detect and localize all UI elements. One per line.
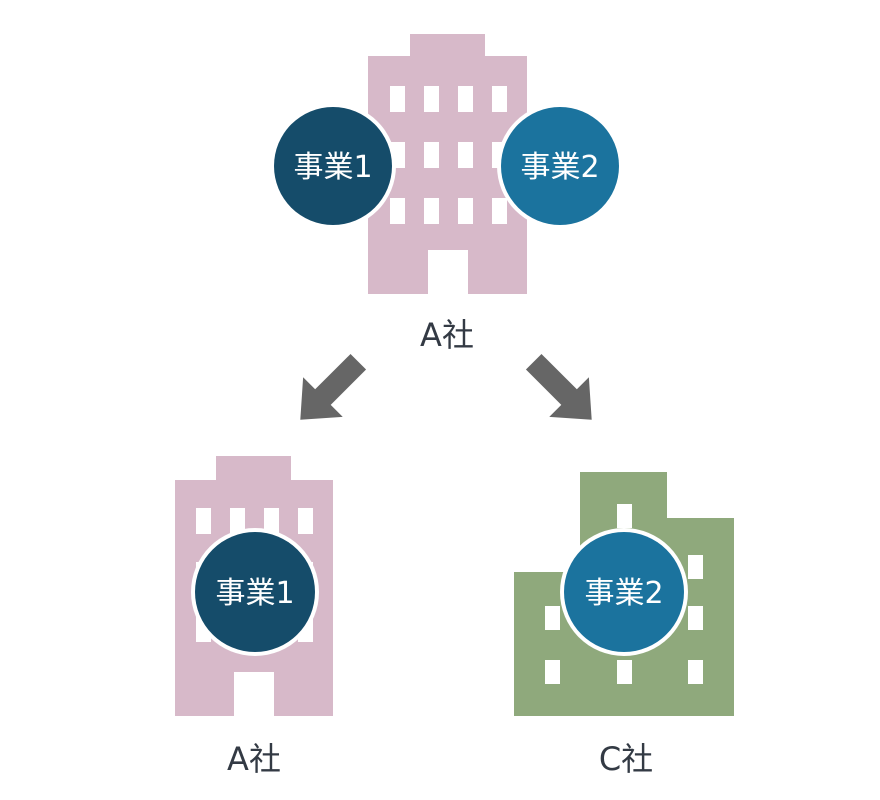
bottom-right-building-windows <box>545 504 703 684</box>
bottom-right-biz2-circle: 事業2 <box>560 528 688 656</box>
arrow-down-right <box>525 353 592 420</box>
bottom-left-company-label: A社 <box>227 740 281 778</box>
top-biz1-circle: 事業1 <box>270 103 396 229</box>
arrow-down-left <box>300 353 367 420</box>
top-biz2-circle: 事業2 <box>497 103 623 229</box>
bottom-left-biz1-label: 事業1 <box>215 576 294 611</box>
bottom-right-company-label: C社 <box>598 740 654 778</box>
top-biz2-label: 事業2 <box>520 150 599 185</box>
bottom-right-biz2-label: 事業2 <box>584 576 663 611</box>
bottom-left-biz1-circle: 事業1 <box>191 528 319 656</box>
top-biz1-label: 事業1 <box>293 150 372 185</box>
top-company-label: A社 <box>420 316 474 354</box>
